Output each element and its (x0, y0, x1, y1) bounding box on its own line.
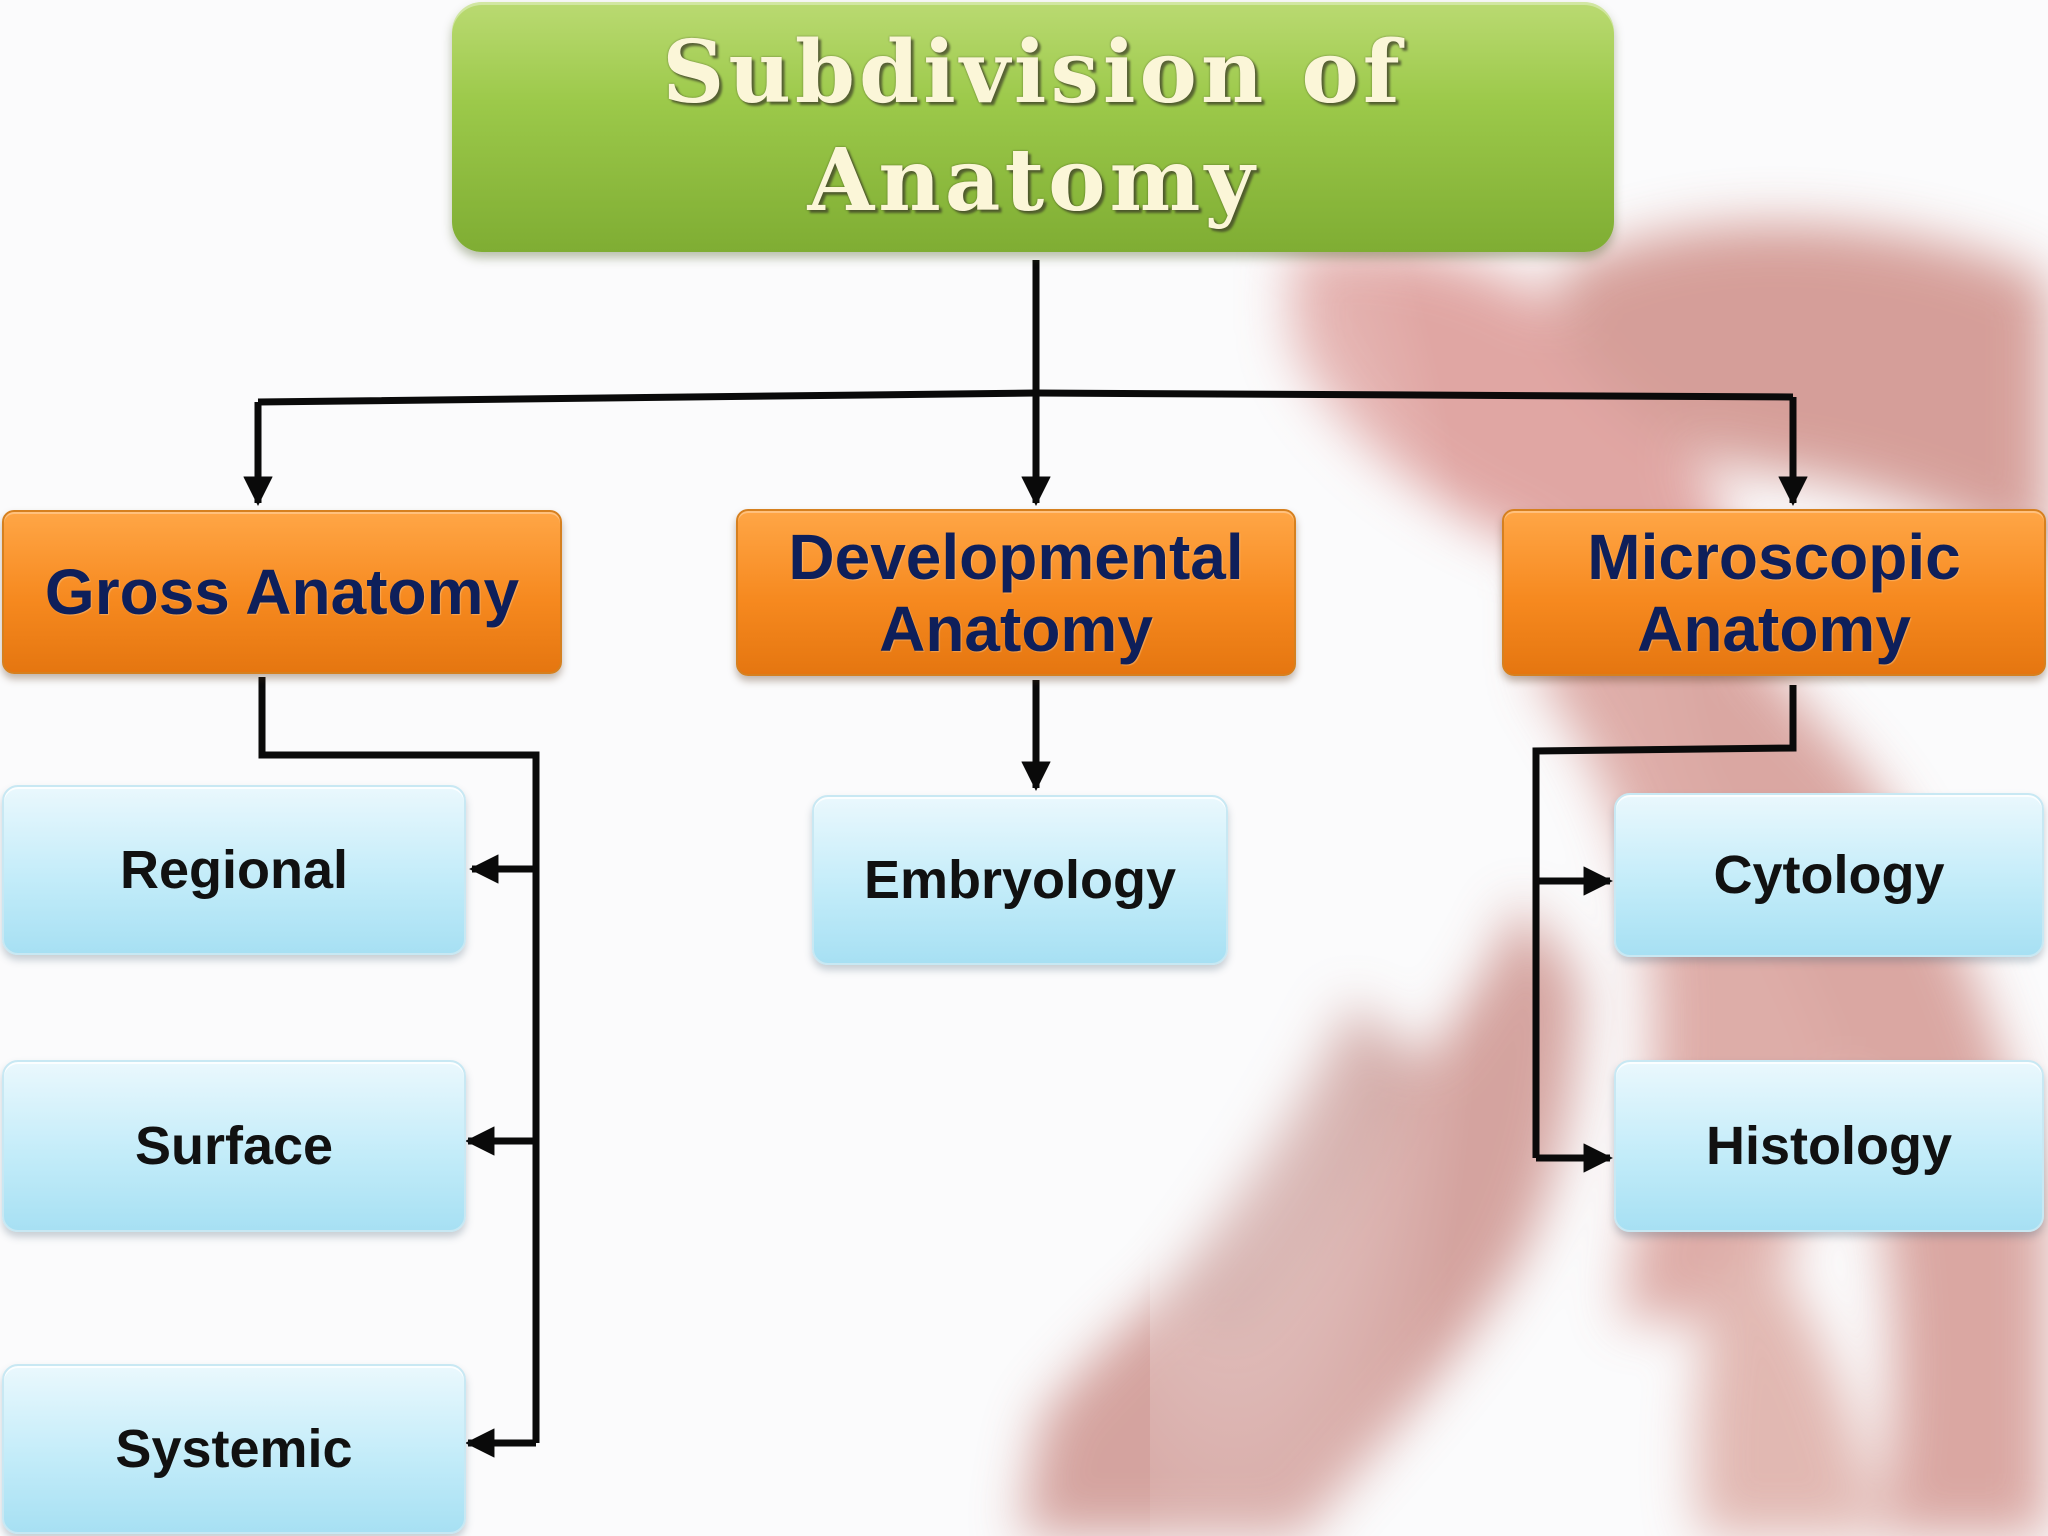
gross-anatomy-label: Gross Anatomy (44, 556, 520, 628)
cytology-box: Cytology (1614, 793, 2044, 957)
embryology-label: Embryology (863, 850, 1177, 910)
developmental-anatomy-box: Developmental Anatomy (736, 509, 1296, 676)
gross-anatomy-box: Gross Anatomy (2, 510, 562, 674)
surface-box: Surface (2, 1060, 466, 1232)
microscopic-anatomy-branch-line (1532, 685, 1797, 1158)
top-bus-line (257, 389, 1794, 406)
regional-label: Regional (119, 840, 349, 900)
microscopic-anatomy-box: Microscopic Anatomy (1502, 509, 2046, 676)
diagram-title: Subdivision of Anatomy (662, 22, 1404, 231)
cytology-label: Cytology (1713, 845, 1945, 905)
systemic-label: Systemic (115, 1419, 353, 1479)
embryology-box: Embryology (812, 795, 1228, 965)
title-box: Subdivision of Anatomy (452, 2, 1614, 252)
regional-box: Regional (2, 785, 466, 955)
surface-label: Surface (134, 1116, 334, 1176)
gross-anatomy-branch-line (258, 677, 540, 1443)
microscopic-anatomy-label: Microscopic Anatomy (1587, 520, 1961, 665)
systemic-box: Systemic (2, 1364, 466, 1534)
developmental-anatomy-label: Developmental Anatomy (788, 520, 1244, 665)
histology-label: Histology (1705, 1116, 1952, 1176)
histology-box: Histology (1614, 1060, 2044, 1232)
